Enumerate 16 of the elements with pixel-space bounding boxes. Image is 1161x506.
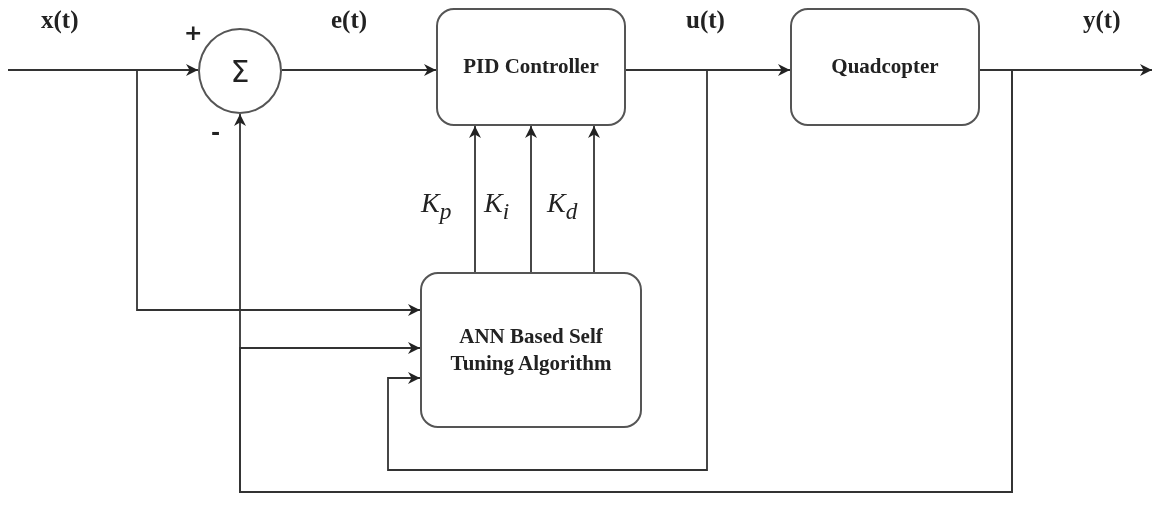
plant-box	[790, 8, 980, 126]
sign-label: -	[211, 122, 221, 144]
algorithm-box	[420, 272, 642, 428]
arrow	[469, 125, 481, 273]
arrow	[588, 125, 600, 273]
box-label: Quadcopter	[830, 53, 940, 81]
arrow	[525, 125, 537, 273]
controller-box	[436, 8, 626, 126]
box-label: ANN Based Self Tuning Algorithm	[449, 322, 613, 377]
sigma-symbol: Σ	[229, 52, 251, 91]
box-label: PID Controller	[462, 53, 600, 81]
arrow	[387, 69, 708, 471]
sign-label: +	[184, 22, 203, 44]
arrow	[136, 69, 421, 316]
arrow	[281, 64, 437, 76]
arrow	[7, 64, 199, 76]
